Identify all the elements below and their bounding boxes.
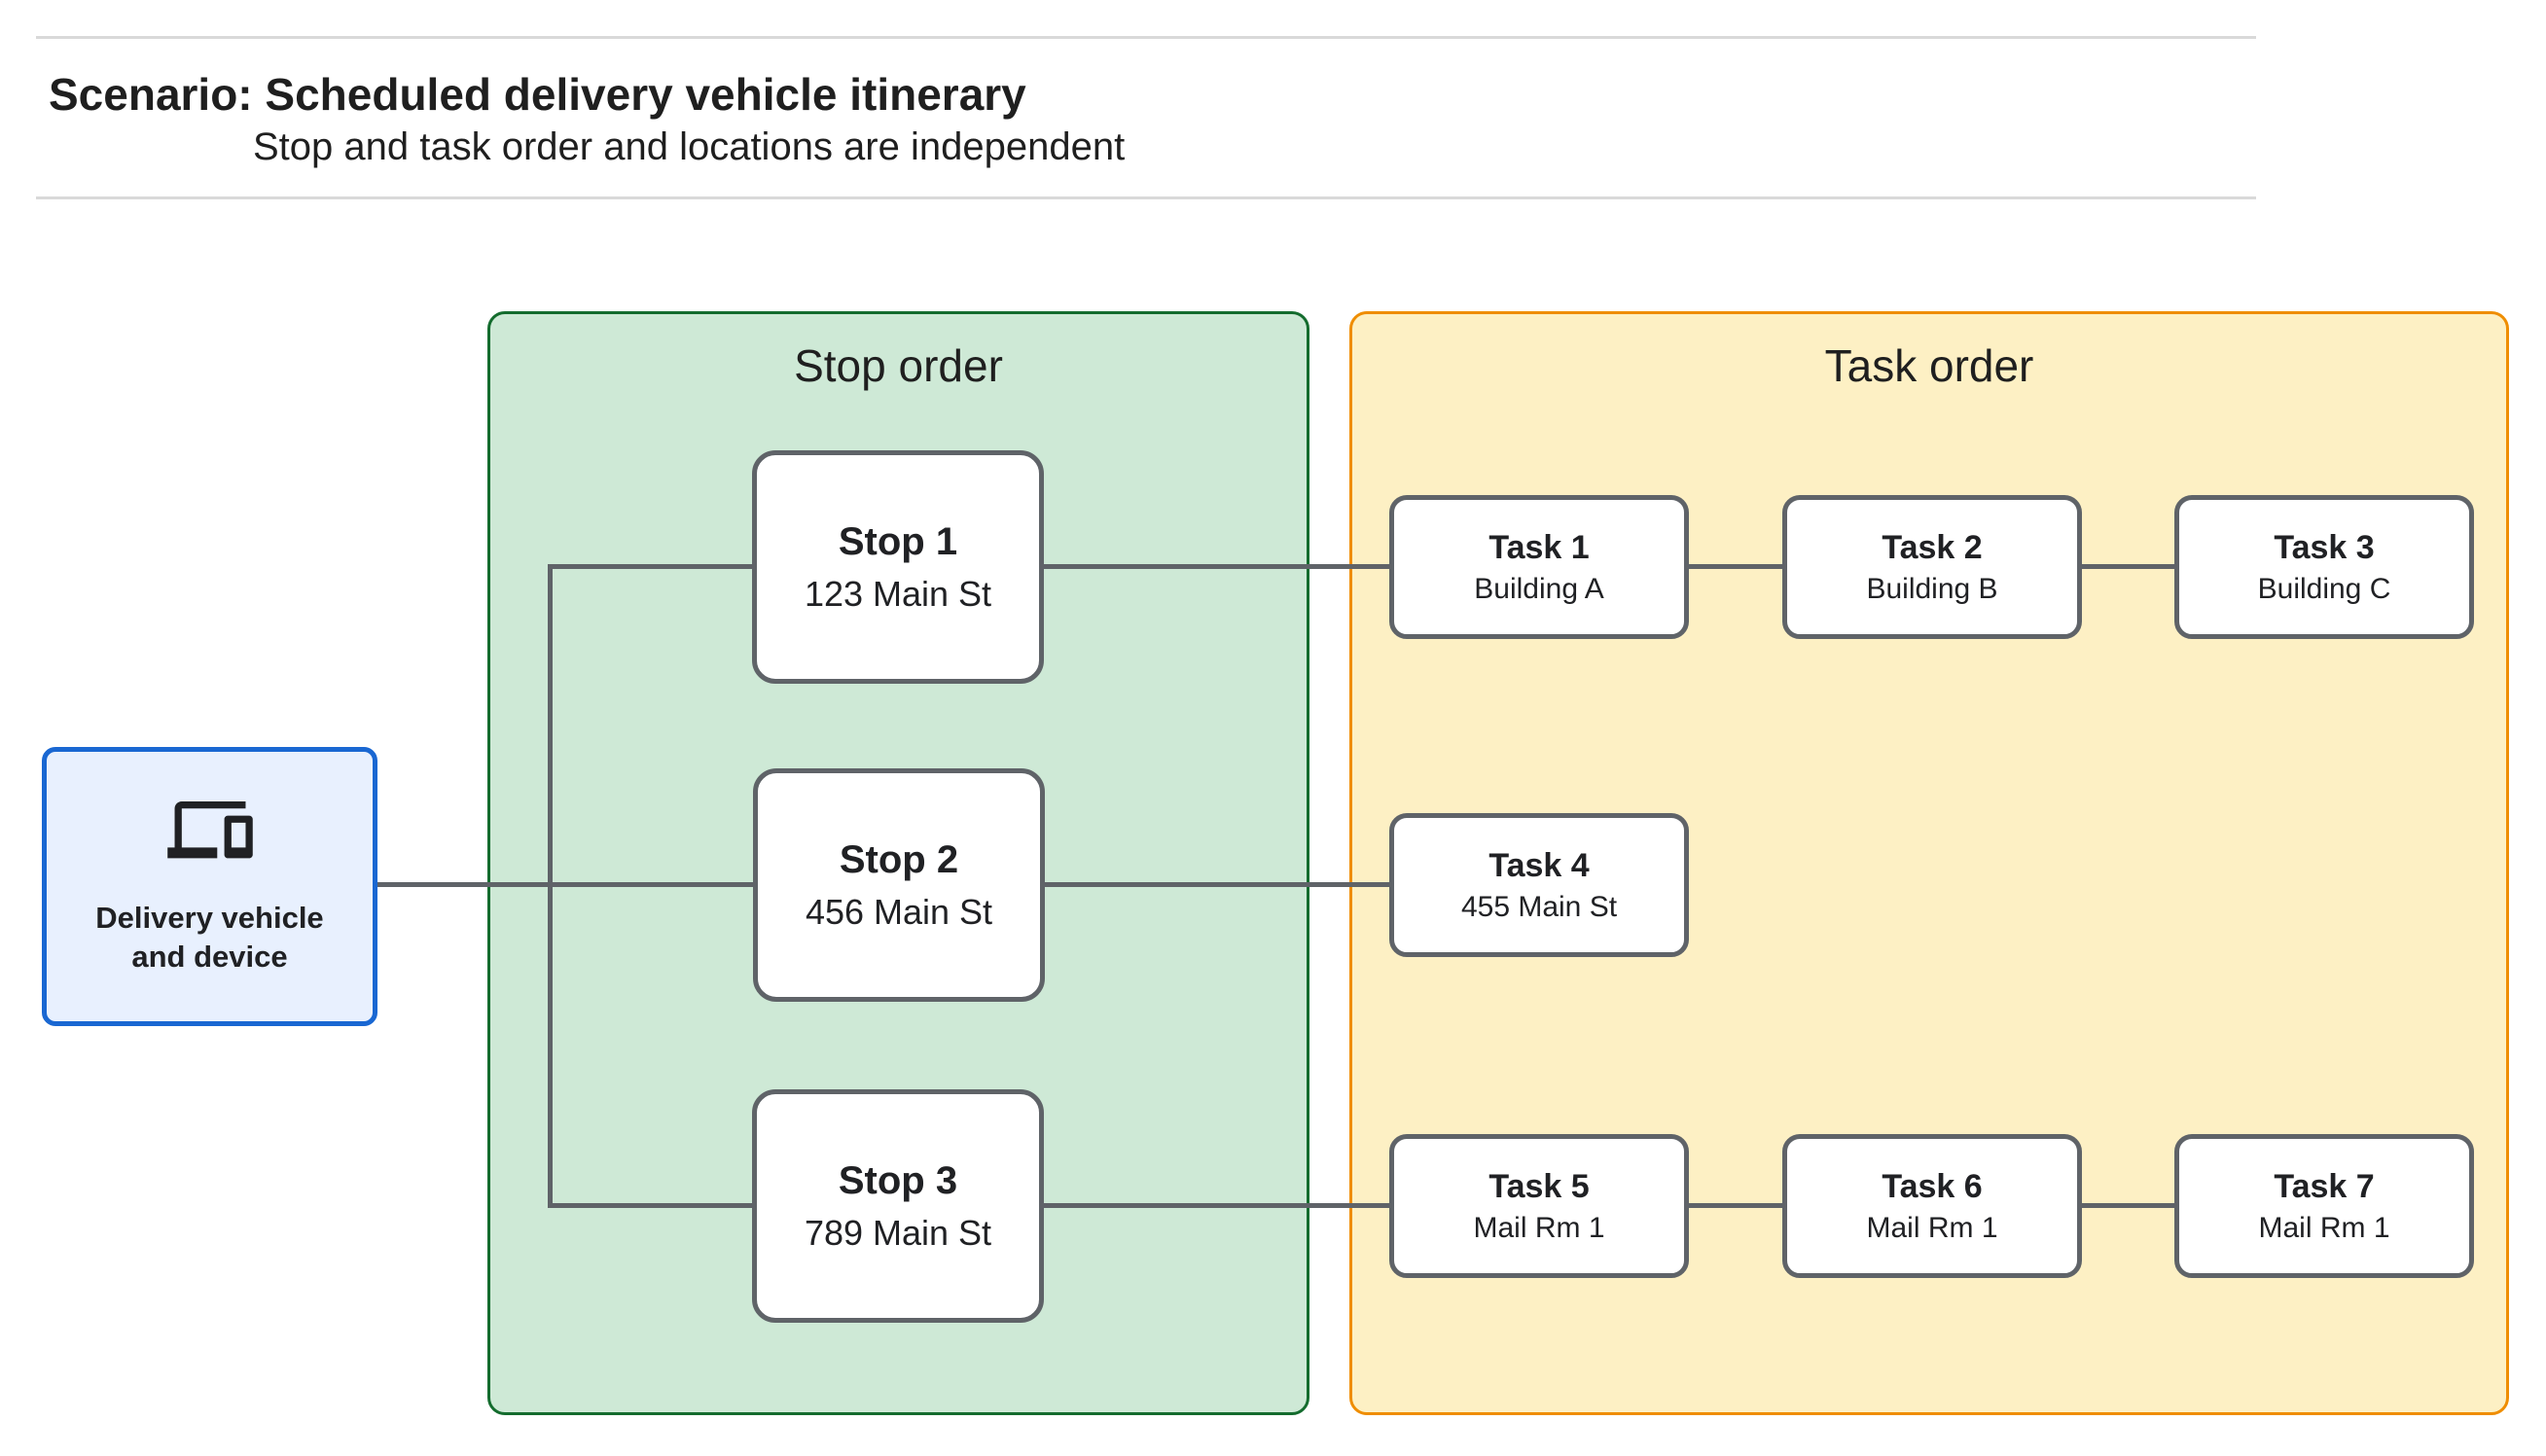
connector-task6-to-task7 bbox=[2082, 1203, 2174, 1208]
connector-vehicle-to-stop2 bbox=[377, 882, 753, 887]
task-4-title: Task 4 bbox=[1488, 846, 1590, 884]
task-3-title: Task 3 bbox=[2274, 528, 2375, 566]
stop-1-node: Stop 1 123 Main St bbox=[752, 450, 1044, 684]
connector-trunk-vertical bbox=[548, 564, 553, 1208]
page-subtitle: Stop and task order and locations are in… bbox=[253, 125, 1126, 168]
task-1-node: Task 1 Building A bbox=[1389, 495, 1689, 639]
connector-trunk-to-stop3 bbox=[548, 1203, 752, 1208]
connector-task2-to-task3 bbox=[2082, 564, 2174, 569]
task-2-node: Task 2 Building B bbox=[1782, 495, 2082, 639]
task-5-title: Task 5 bbox=[1488, 1167, 1590, 1205]
delivery-vehicle-node: Delivery vehicle and device bbox=[42, 747, 377, 1026]
task-1-title: Task 1 bbox=[1488, 528, 1590, 566]
vehicle-label-line2: and device bbox=[131, 939, 288, 974]
connector-stop2-to-task4 bbox=[1045, 882, 1389, 887]
task-7-location: Mail Rm 1 bbox=[2258, 1211, 2390, 1244]
stop-1-title: Stop 1 bbox=[838, 519, 958, 563]
stop-2-location: 456 Main St bbox=[805, 891, 993, 932]
connector-stop1-to-task1 bbox=[1044, 564, 1389, 569]
stop-2-node: Stop 2 456 Main St bbox=[753, 768, 1045, 1002]
task-5-node: Task 5 Mail Rm 1 bbox=[1389, 1134, 1689, 1278]
stop-3-title: Stop 3 bbox=[838, 1158, 958, 1202]
task-4-location: 455 Main St bbox=[1460, 890, 1618, 923]
task-2-title: Task 2 bbox=[1882, 528, 1983, 566]
stop-3-location: 789 Main St bbox=[804, 1212, 992, 1253]
task-4-node: Task 4 455 Main St bbox=[1389, 813, 1689, 957]
stop-3-node: Stop 3 789 Main St bbox=[752, 1089, 1044, 1323]
task-5-location: Mail Rm 1 bbox=[1473, 1211, 1605, 1244]
connector-task5-to-task6 bbox=[1689, 1203, 1782, 1208]
connector-stop3-to-task5 bbox=[1041, 1203, 1389, 1208]
stop-2-title: Stop 2 bbox=[839, 837, 959, 881]
task-2-location: Building B bbox=[1866, 572, 1998, 605]
stop-order-panel-title: Stop order bbox=[794, 340, 1003, 391]
task-3-location: Building C bbox=[2257, 572, 2391, 605]
task-6-title: Task 6 bbox=[1882, 1167, 1983, 1205]
task-6-node: Task 6 Mail Rm 1 bbox=[1782, 1134, 2082, 1278]
stop-1-location: 123 Main St bbox=[804, 573, 992, 614]
task-1-location: Building A bbox=[1474, 572, 1604, 605]
task-6-location: Mail Rm 1 bbox=[1866, 1211, 1998, 1244]
task-order-panel-title: Task order bbox=[1824, 340, 2034, 391]
header-divider-bottom bbox=[36, 196, 2256, 199]
devices-icon bbox=[166, 800, 253, 862]
connector-task1-to-task2 bbox=[1689, 564, 1782, 569]
header-divider-top bbox=[36, 36, 2256, 39]
task-3-node: Task 3 Building C bbox=[2174, 495, 2474, 639]
connector-trunk-to-stop1 bbox=[548, 564, 752, 569]
vehicle-label-line1: Delivery vehicle bbox=[95, 900, 324, 935]
page-title: Scenario: Scheduled delivery vehicle iti… bbox=[49, 69, 1026, 120]
task-7-node: Task 7 Mail Rm 1 bbox=[2174, 1134, 2474, 1278]
task-7-title: Task 7 bbox=[2274, 1167, 2375, 1205]
